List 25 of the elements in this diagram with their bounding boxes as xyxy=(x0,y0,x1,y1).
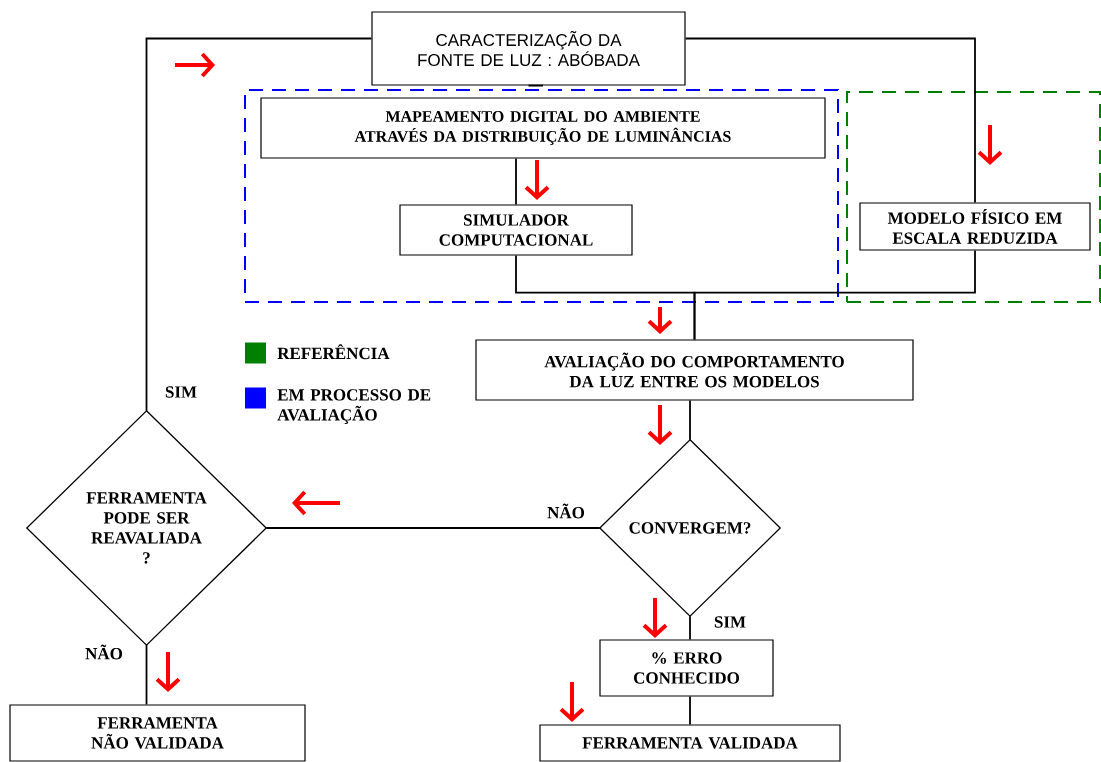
process-box: SIMULADOR COMPUTACIONAL xyxy=(399,204,633,256)
connector xyxy=(527,84,544,87)
connector xyxy=(145,37,373,412)
process-box: MAPEAMENTO DIGITAL DO AMBIENTE ATRAVÉS DA DISTRIBUIÇÃO DE LUMINÂNCIAS xyxy=(260,97,826,159)
connector xyxy=(689,695,691,726)
process-box: FERRAMENTA NÃO VALIDADA xyxy=(9,704,306,762)
connector xyxy=(145,644,148,706)
process-box: CARACTERIZAÇÃO DA FONTE DE LUZ : ABÓBADA xyxy=(371,11,686,86)
connector xyxy=(693,249,976,341)
process-box: % ERRO CONHECIDO xyxy=(599,639,774,697)
edge-label: SIM xyxy=(163,385,199,399)
connector xyxy=(515,157,517,206)
edge-label: NÃO xyxy=(546,502,586,520)
dashed-region xyxy=(244,89,839,303)
connector xyxy=(689,399,691,441)
process-box: MODELO FÍSICO EM ESCALA REDUZIDA xyxy=(859,202,1091,251)
legend-label: REFERÊNCIA xyxy=(277,344,390,360)
legend-label: EM PROCESSO DE AVALIAÇÃO xyxy=(277,389,431,424)
dashed-region xyxy=(846,91,1101,303)
edge-label: SIM xyxy=(712,615,748,629)
connector xyxy=(684,37,976,204)
connector xyxy=(689,615,691,641)
connector xyxy=(265,527,601,529)
process-box: AVALIAÇÃO DO COMPORTAMENTO DA LUZ ENTRE OS MODELOS xyxy=(475,339,914,401)
process-box: FERRAMENTA VALIDADA xyxy=(539,724,841,762)
